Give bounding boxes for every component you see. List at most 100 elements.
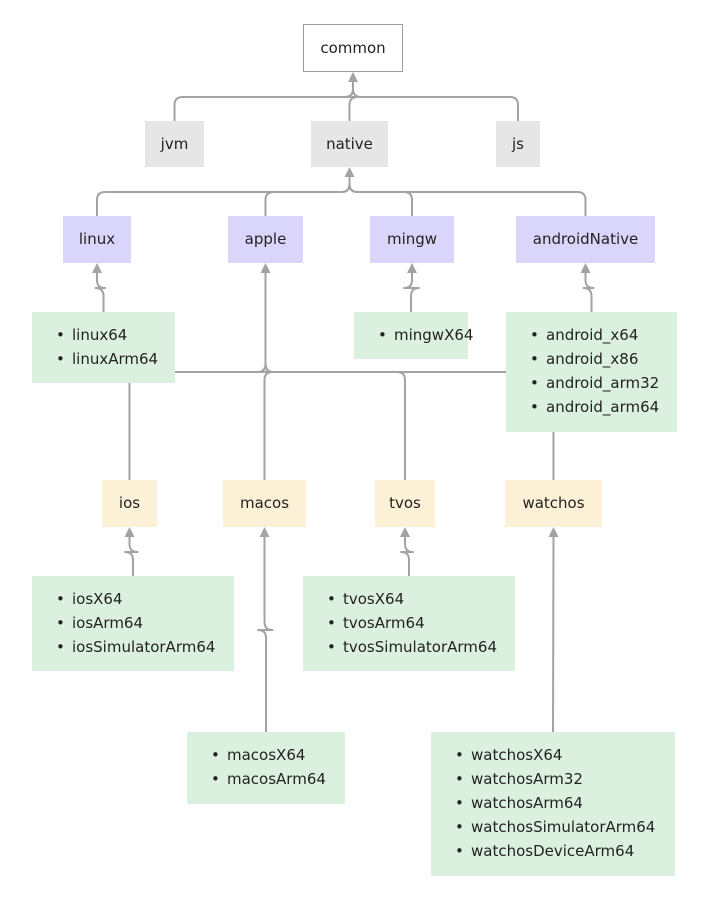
arrowhead-icon	[348, 72, 358, 82]
target-item: •iosSimulatorArm64	[56, 635, 234, 659]
target-name: android_arm32	[546, 374, 660, 392]
target-name: watchosSimulatorArm64	[471, 818, 656, 836]
node-linux-label: linux	[78, 230, 116, 248]
target-name: watchosDeviceArm64	[471, 842, 635, 860]
arrowhead-icon	[407, 263, 417, 273]
leaf-linux-targets: • linux64 • linuxArm64	[32, 312, 175, 383]
bullet-icon: •	[530, 326, 539, 344]
connector-leaf-macos-to-macos	[257, 534, 274, 733]
node-jvm: jvm	[145, 121, 204, 167]
node-macos-label: macos	[239, 494, 290, 512]
target-item: • macosX64	[211, 743, 345, 767]
target-item: •iosArm64	[56, 611, 234, 635]
target-item: • linuxArm64	[56, 347, 175, 371]
target-item: • tvosArm64	[327, 611, 515, 635]
node-androidNative: androidNative	[516, 216, 655, 263]
leaf-mingw-targets: • mingwX64	[354, 312, 473, 359]
node-mingw-label: mingw	[386, 230, 438, 248]
bullet-icon: •	[455, 818, 464, 836]
connector-apple-to-native	[264, 174, 351, 217]
node-js: js	[496, 121, 540, 167]
target-item: • mingwX64	[378, 323, 473, 347]
connector-leaf-mingw-to-mingw	[403, 270, 420, 313]
arrowhead-icon	[92, 263, 102, 273]
bullet-icon: •	[530, 374, 539, 392]
target-name: iosX64	[72, 590, 123, 608]
target-name: android_x64	[546, 326, 639, 344]
arrowhead-icon	[124, 527, 135, 537]
arrowhead-icon	[580, 263, 591, 273]
leaf-macos-targets: • macosX64 •macosArm64	[187, 732, 345, 804]
bullet-icon: •	[455, 770, 464, 788]
node-watchos-label: watchos	[522, 494, 585, 512]
target-name: mingwX64	[394, 326, 474, 344]
bullet-icon: •	[455, 746, 464, 764]
node-apple-label: apple	[244, 230, 287, 248]
bullet-icon: •	[327, 590, 336, 608]
connector-linux-to-native	[96, 174, 351, 217]
node-common: common	[303, 24, 403, 72]
target-list: •watchosX64•watchosArm32•watchosArm64•wa…	[455, 743, 675, 863]
node-native-label: native	[326, 134, 373, 153]
leaf-tvos-targets: • tvosX64 • tvosArm64 • tvosSimulatorArm64	[303, 576, 515, 671]
target-item: • iosX64	[56, 587, 234, 611]
node-tvos: tvos	[375, 480, 435, 527]
target-list: • android_x64 • android_x86 • android_arm32 • a…	[530, 323, 677, 419]
target-item: •watchosArm64	[455, 791, 675, 815]
leaf-ios-targets: • iosX64 •iosArm64•iosSimulatorArm64	[32, 576, 234, 671]
arrowhead-icon	[400, 527, 410, 537]
bullet-icon: •	[211, 746, 220, 764]
target-name: linux64	[72, 326, 128, 344]
bullet-icon: •	[56, 326, 65, 344]
target-name: tvosX64	[343, 590, 405, 608]
node-ios: ios	[102, 480, 157, 527]
target-name: iosArm64	[72, 614, 144, 632]
target-name: tvosSimulatorArm64	[343, 638, 498, 656]
node-ios-label: ios	[118, 494, 141, 512]
target-list: • mingwX64	[378, 323, 473, 347]
target-item: • android_arm64	[530, 395, 677, 419]
node-mingw: mingw	[370, 216, 454, 263]
bullet-icon: •	[378, 326, 387, 344]
target-name: android_x86	[546, 350, 639, 368]
arrowhead-icon	[548, 527, 559, 537]
node-js-label: js	[512, 134, 524, 153]
bullet-icon: •	[455, 842, 464, 860]
target-name: watchosArm32	[471, 770, 583, 788]
target-list: • iosX64 •iosArm64•iosSimulatorArm64	[56, 587, 234, 659]
target-item: • watchosDeviceArm64	[455, 839, 675, 863]
node-watchos: watchos	[505, 480, 602, 527]
target-name: watchosX64	[471, 746, 563, 764]
target-item: • watchosX64	[455, 743, 675, 767]
node-macos: macos	[223, 480, 306, 527]
node-tvos-label: tvos	[389, 494, 421, 512]
connector-jvm-to-common	[173, 79, 354, 122]
bullet-icon: •	[327, 614, 336, 632]
target-name: tvosArm64	[343, 614, 425, 632]
bullet-icon: •	[327, 638, 336, 656]
target-item: • android_x86	[530, 347, 677, 371]
target-list: • linux64 • linuxArm64	[56, 323, 175, 371]
target-item: • android_x64	[530, 323, 677, 347]
target-item: • android_arm32	[530, 371, 677, 395]
bullet-icon: •	[530, 398, 539, 416]
bullet-icon: •	[211, 770, 220, 788]
node-linux: linux	[63, 216, 131, 263]
connector-js-to-common	[352, 79, 519, 122]
connector-leaf-ios-to-ios	[124, 534, 139, 577]
target-item: • watchosArm32	[455, 767, 675, 791]
target-name: macosX64	[227, 746, 306, 764]
connector-androidNative-to-native	[348, 174, 587, 217]
node-native: native	[311, 121, 388, 167]
target-name: linuxArm64	[72, 350, 159, 368]
target-name: android_arm64	[546, 398, 660, 416]
bullet-icon: •	[56, 590, 65, 608]
bullet-icon: •	[530, 350, 539, 368]
target-item: • linux64	[56, 323, 175, 347]
connector-leaf-tvos-to-tvos	[400, 534, 414, 577]
target-name: watchosArm64	[471, 794, 583, 812]
target-name: iosSimulatorArm64	[72, 638, 216, 656]
target-item: •macosArm64	[211, 767, 345, 791]
connector-leaf-androidNative-to-androidNative	[582, 270, 595, 313]
bullet-icon: •	[56, 350, 65, 368]
